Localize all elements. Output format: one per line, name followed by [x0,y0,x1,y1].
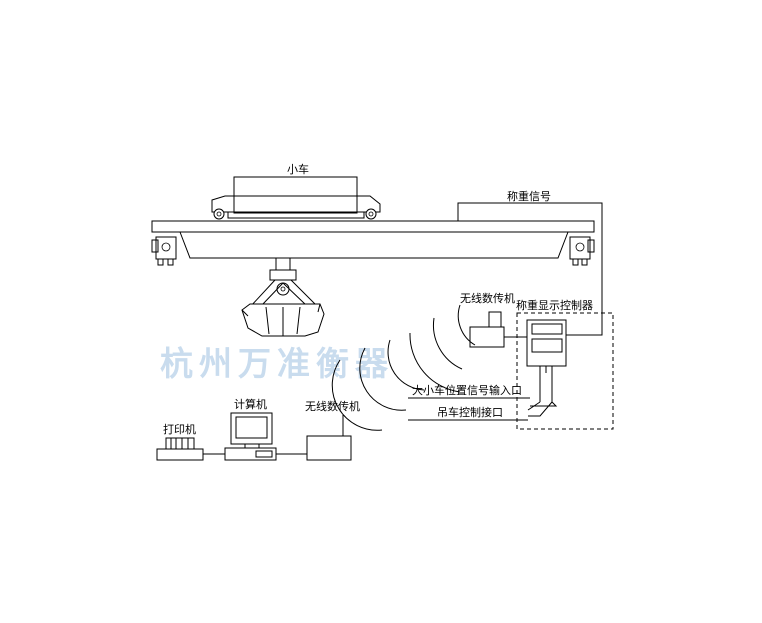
label-trolley: 小车 [287,162,309,176]
trolley-wheel-right [365,208,377,220]
display-window-top [531,323,563,335]
label-wireless-bottom: 无线数传机 [305,399,360,413]
computer [203,412,307,461]
display-window-bottom [531,338,563,353]
label-crane-control: 吊车控制接口 [437,405,503,419]
trolley [211,176,381,220]
wireless-transmitter-bottom [306,415,352,461]
label-weight-signal: 称重信号 [507,189,551,203]
label-printer: 打印机 [163,422,196,436]
radio-waves [331,304,476,431]
computer-monitor [230,412,273,445]
wireless-transmitter-top [469,311,527,348]
bridge-girder [151,220,595,266]
printer [156,437,204,461]
trolley-wheel-left [213,208,225,220]
label-display-controller: 称重显示控制器 [516,298,593,312]
weighing-display-controller [516,312,614,430]
computer-base [224,447,277,461]
label-position-input: 大小车位置信号输入口 [412,383,522,397]
watermark-text: 杭州万准衡器 [160,344,394,383]
controller-dashed-box [516,312,614,430]
grab-bucket [241,258,325,337]
label-wireless-top: 无线数传机 [460,291,515,305]
label-computer: 计算机 [234,397,267,411]
weight-signal-wire [457,202,603,336]
